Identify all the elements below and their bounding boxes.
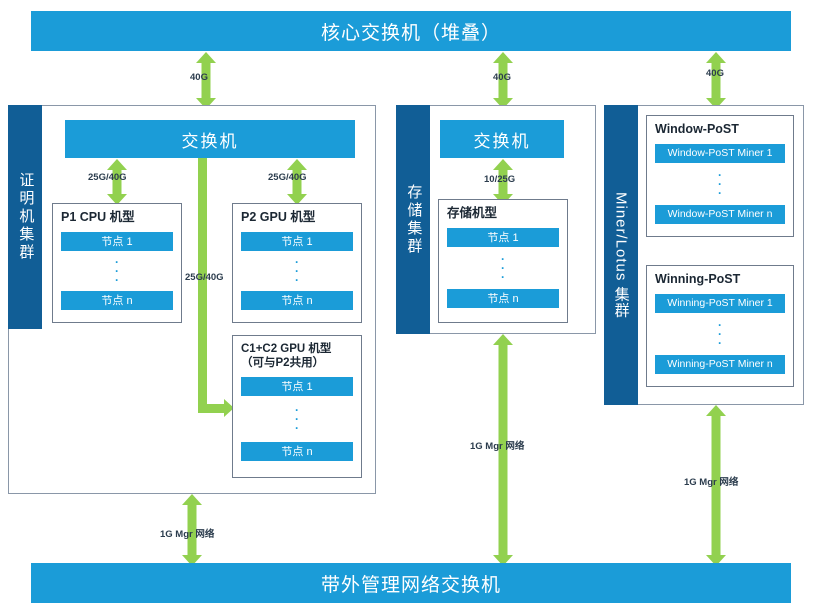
group-storage-model: 存储机型 节点 1 ··· 节点 n bbox=[438, 199, 568, 323]
node-chip: 节点 n bbox=[447, 288, 559, 308]
group-c1c2-title-line1: C1+C2 GPU 机型 bbox=[241, 343, 332, 355]
link-proving-switch-to-p2 bbox=[287, 159, 307, 205]
link-label-core-miner: 40G bbox=[706, 68, 724, 79]
cluster-miner-tab: Miner/Lotus 集群 bbox=[604, 105, 638, 405]
group-window-post-title: Window-PoST bbox=[655, 122, 739, 136]
node-chip: Winning-PoST Miner 1 bbox=[655, 293, 785, 313]
ellipsis-icon: ··· bbox=[718, 167, 722, 200]
arrow-head-up-icon bbox=[107, 159, 127, 170]
arrow-head-down-icon bbox=[706, 98, 726, 109]
ellipsis-icon: ··· bbox=[115, 254, 119, 287]
cluster-storage-tab: 存储集群 bbox=[396, 105, 430, 334]
arrow-head-up-icon bbox=[287, 159, 307, 170]
group-p1-cpu: P1 CPU 机型 节点 1 ··· 节点 n bbox=[52, 203, 182, 323]
link-label-proving-p1: 25G/40G bbox=[88, 172, 127, 183]
arrow-head-up-icon bbox=[493, 334, 513, 345]
management-switch-bar: 带外管理网络交换机 bbox=[31, 563, 791, 603]
link-core-to-miner-cluster bbox=[706, 52, 726, 109]
arrow-head-up-icon bbox=[493, 159, 513, 170]
group-storage-model-title: 存储机型 bbox=[447, 206, 498, 220]
node-chip: Winning-PoST Miner n bbox=[655, 354, 785, 374]
group-p2-gpu: P2 GPU 机型 节点 1 ··· 节点 n bbox=[232, 203, 362, 323]
arrow-head-down-icon bbox=[196, 98, 216, 109]
link-label-proving-c1c2: 25G/40G bbox=[185, 272, 224, 283]
link-label-proving-mgmt: 1G Mgr 网络 bbox=[160, 529, 215, 540]
group-p1-cpu-title: P1 CPU 机型 bbox=[61, 210, 135, 224]
link-miner-to-mgmt bbox=[706, 405, 726, 566]
arrow-head-up-icon bbox=[706, 52, 726, 63]
arrow-head-up-icon bbox=[182, 494, 202, 505]
arrow-head-down-icon bbox=[287, 194, 307, 205]
cluster-proving-tab: 证明机集群 bbox=[8, 105, 42, 329]
arrow-head-up-icon bbox=[493, 52, 513, 63]
node-chip: Window-PoST Miner n bbox=[655, 204, 785, 224]
group-p2-gpu-title: P2 GPU 机型 bbox=[241, 210, 316, 224]
link-proving-switch-to-p1 bbox=[107, 159, 127, 205]
ellipsis-icon: ··· bbox=[295, 402, 299, 435]
link-core-to-proving-switch bbox=[196, 52, 216, 109]
group-c1c2-gpu-title: C1+C2 GPU 机型 （可与P2共用） bbox=[241, 342, 353, 371]
arrow-head-down-icon bbox=[706, 555, 726, 566]
link-label-proving-p2: 25G/40G bbox=[268, 172, 307, 183]
node-chip: 节点 1 bbox=[447, 227, 559, 247]
node-chip: 节点 1 bbox=[241, 231, 353, 251]
link-label-core-storage: 40G bbox=[493, 72, 511, 83]
link-proving-to-mgmt bbox=[182, 494, 202, 566]
arrow-head-down-icon bbox=[493, 98, 513, 109]
proving-switch-label: 交换机 bbox=[181, 131, 239, 151]
storage-switch-bar: 交换机 bbox=[440, 120, 564, 158]
node-chip: 节点 1 bbox=[241, 376, 353, 396]
node-chip: 节点 n bbox=[241, 290, 353, 310]
link-core-to-storage-switch bbox=[493, 52, 513, 109]
node-chip: 节点 n bbox=[61, 290, 173, 310]
arrow-head-down-icon bbox=[107, 194, 127, 205]
arrow-head-down-icon bbox=[493, 555, 513, 566]
link-proving-switch-to-c1c2 bbox=[198, 158, 242, 417]
management-switch-label: 带外管理网络交换机 bbox=[320, 574, 501, 596]
ellipsis-icon: ··· bbox=[501, 251, 505, 284]
group-c1c2-gpu: C1+C2 GPU 机型 （可与P2共用） 节点 1 ··· 节点 n bbox=[232, 335, 362, 478]
arrow-head-down-icon bbox=[182, 555, 202, 566]
link-storage-to-mgmt bbox=[493, 334, 513, 566]
link-label-core-proving: 40G bbox=[190, 72, 208, 83]
arrow-head-up-icon bbox=[706, 405, 726, 416]
group-winning-post-title: Winning-PoST bbox=[655, 272, 741, 286]
proving-switch-bar: 交换机 bbox=[65, 120, 355, 158]
link-label-miner-mgmt: 1G Mgr 网络 bbox=[684, 477, 739, 488]
link-label-storage-model: 10/25G bbox=[484, 174, 516, 185]
node-chip: 节点 n bbox=[241, 441, 353, 461]
core-switch-bar: 核心交换机（堆叠） bbox=[31, 11, 791, 51]
link-label-storage-mgmt: 1G Mgr 网络 bbox=[470, 441, 525, 452]
group-c1c2-title-line2: （可与P2共用） bbox=[241, 357, 325, 370]
core-switch-label: 核心交换机（堆叠） bbox=[320, 22, 501, 44]
node-chip: Window-PoST Miner 1 bbox=[655, 143, 785, 163]
cluster-proving-tab-label: 证明机集群 bbox=[17, 172, 35, 262]
group-winning-post: Winning-PoST Winning-PoST Miner 1 ··· Wi… bbox=[646, 265, 794, 387]
ellipsis-icon: ··· bbox=[718, 317, 722, 350]
arrow-head-up-icon bbox=[196, 52, 216, 63]
cluster-storage-tab-label: 存储集群 bbox=[405, 183, 423, 256]
storage-switch-label: 交换机 bbox=[473, 131, 531, 151]
cluster-miner-tab-label: Miner/Lotus 集群 bbox=[612, 191, 630, 319]
ellipsis-icon: ··· bbox=[295, 254, 299, 287]
node-chip: 节点 1 bbox=[61, 231, 173, 251]
group-window-post: Window-PoST Window-PoST Miner 1 ··· Wind… bbox=[646, 115, 794, 237]
